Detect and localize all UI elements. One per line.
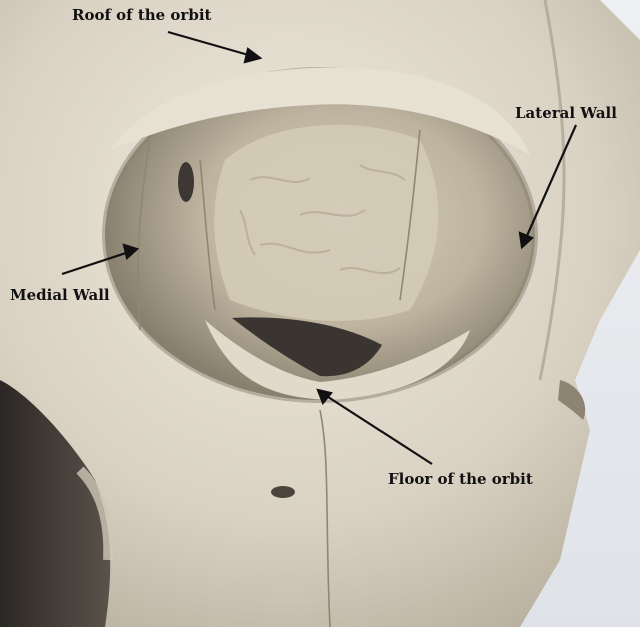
annotation-arrows: [61, 30, 578, 465]
label-floor-of-orbit: Floor of the orbit: [388, 470, 533, 488]
temporal-ridge: [538, 0, 566, 381]
arrow-medial: [61, 250, 130, 276]
suture-lines: [137, 129, 421, 627]
orbit-floor: [205, 320, 470, 400]
bone-texture: [239, 164, 406, 274]
label-lateral-wall: Lateral Wall: [515, 104, 617, 122]
zygomatic-notch: [558, 380, 586, 420]
nasal-bone-edge: [76, 466, 114, 561]
arrow-floor: [324, 394, 433, 465]
label-roof-of-orbit: Roof of the orbit: [72, 6, 212, 24]
inferior-orbital-fissure: [232, 317, 382, 377]
infraorbital-foramen: [271, 486, 295, 498]
ethmoidal-foramen: [178, 162, 194, 202]
posterior-wall: [214, 124, 439, 321]
arrow-floor-head: [316, 388, 333, 406]
label-medial-wall: Medial Wall: [10, 286, 110, 304]
arrow-medial-head: [122, 243, 140, 261]
arrow-lateral-head: [518, 231, 535, 250]
arrow-roof: [167, 30, 253, 58]
arrow-lateral: [524, 124, 578, 239]
nasal-cavity: [0, 380, 111, 627]
arrow-roof-head: [243, 47, 263, 64]
supraorbital-margin: [110, 67, 530, 155]
